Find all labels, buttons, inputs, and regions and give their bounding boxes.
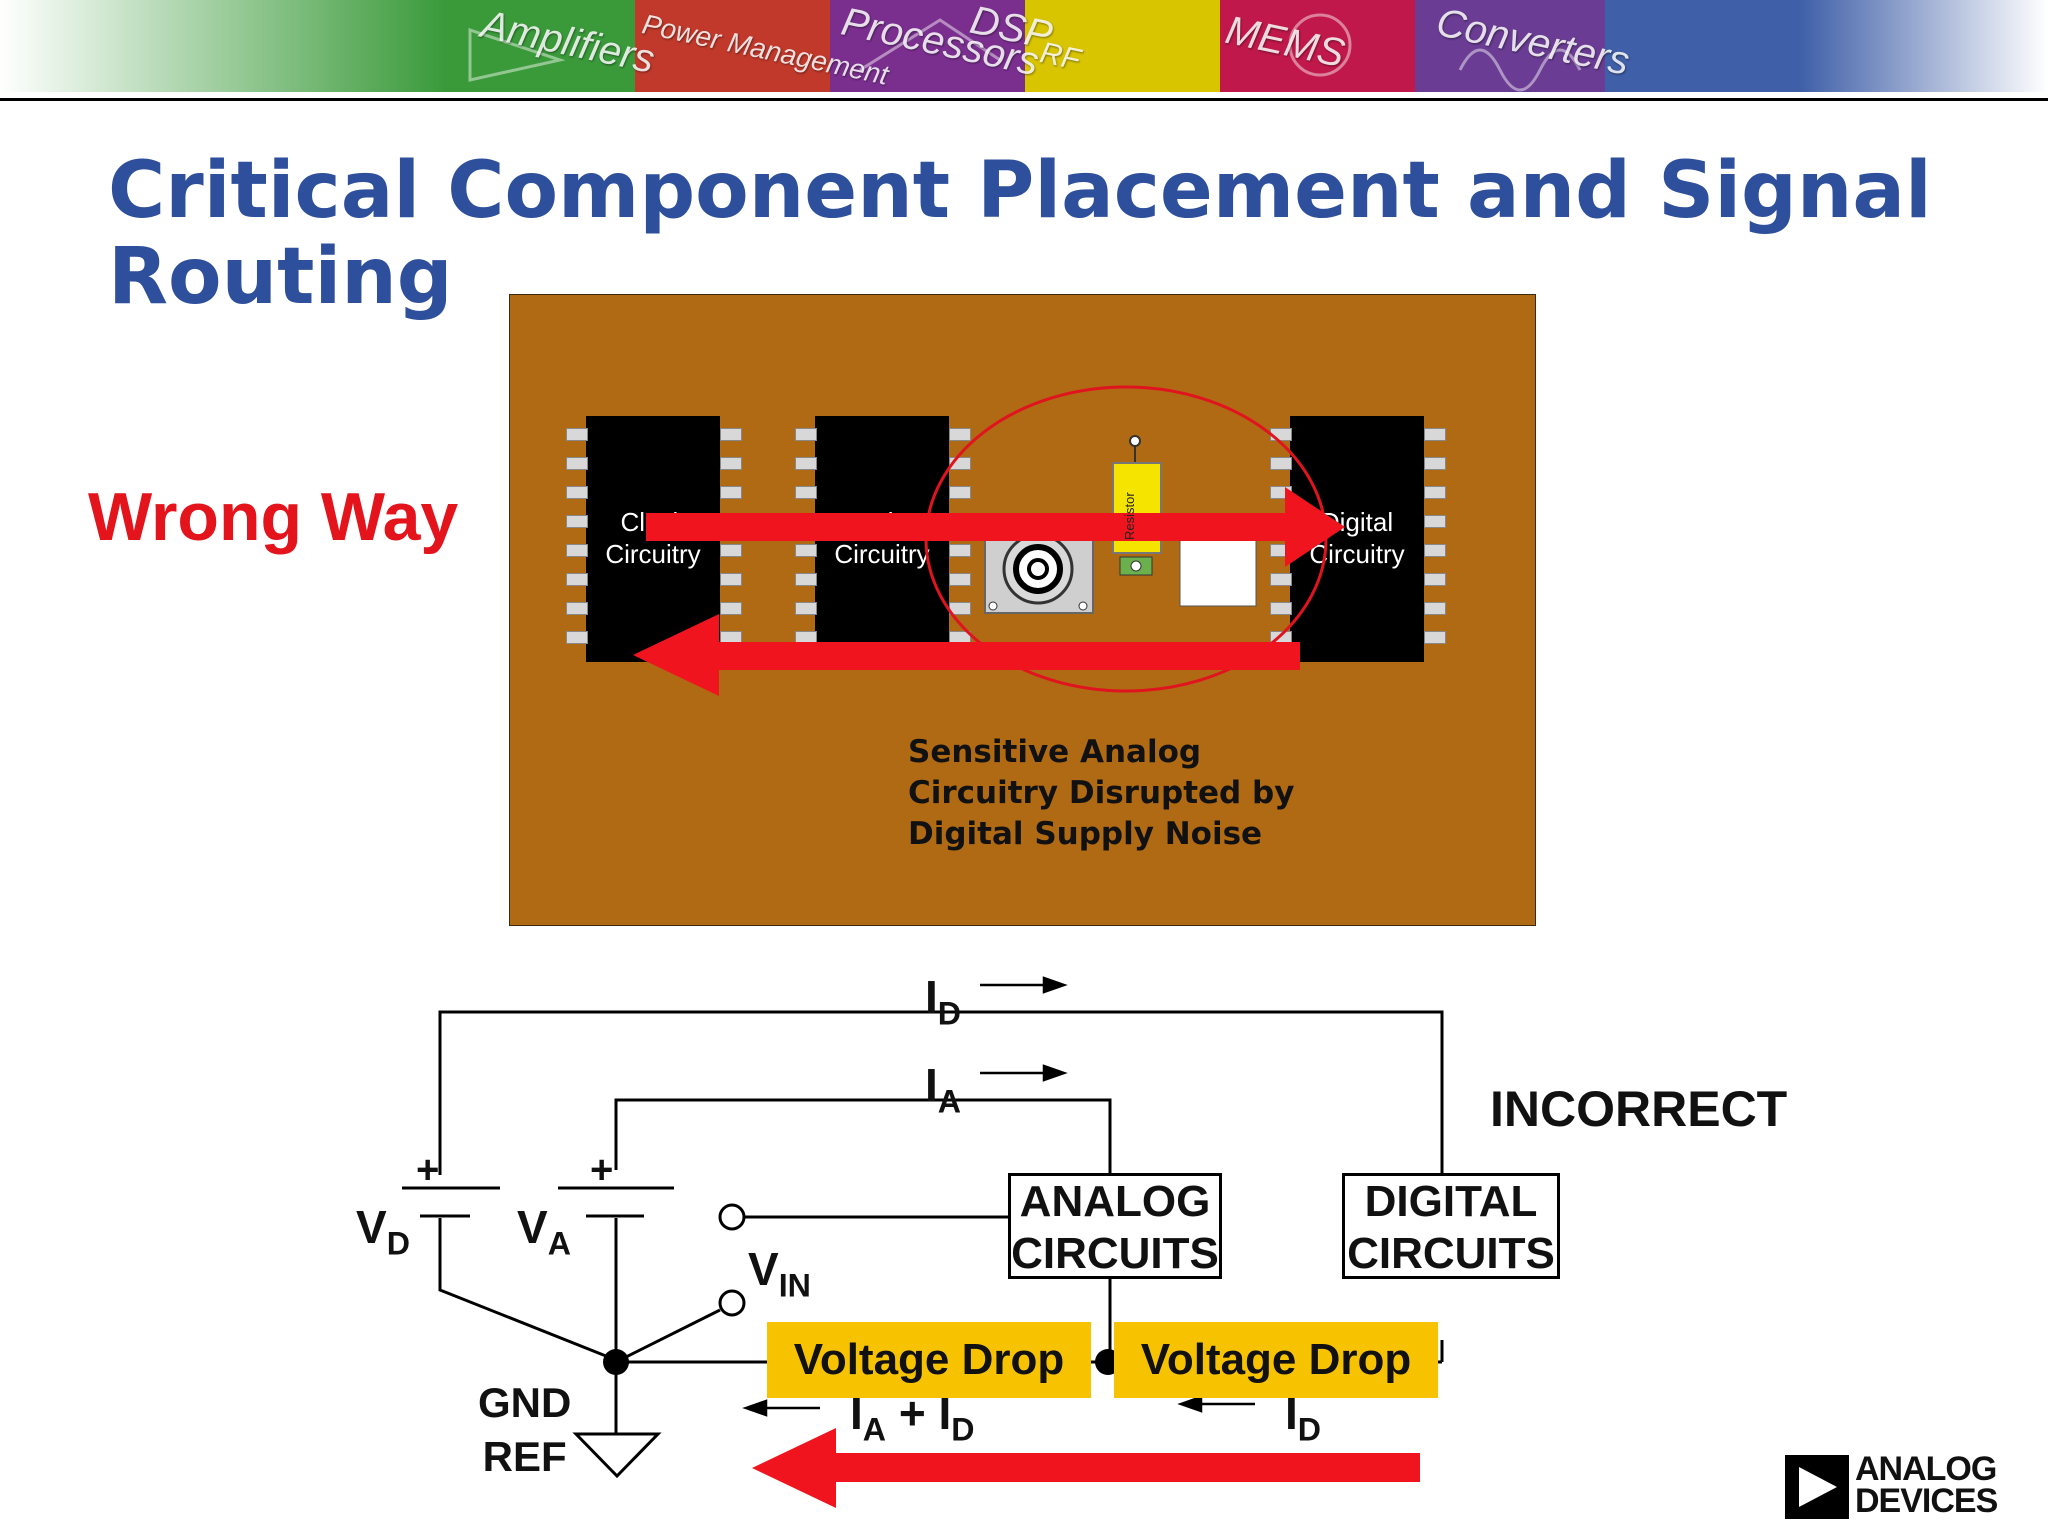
analog-circuits-box: ANALOG CIRCUITS: [1008, 1173, 1222, 1279]
wrong-way-label: Wrong Way: [88, 479, 459, 555]
voltage-drop-analog: Voltage Drop: [767, 1322, 1091, 1398]
chip-pin: [1424, 544, 1446, 557]
chip-pin: [566, 573, 588, 586]
chip-pin: [720, 486, 742, 499]
digital-circuits-box: DIGITAL CIRCUITS: [1342, 1173, 1560, 1279]
voltage-drop-digital: Voltage Drop: [1114, 1322, 1438, 1398]
return-current-arrow: [752, 1428, 1420, 1508]
vd-plus: +: [416, 1148, 440, 1192]
chip-pin: [1270, 602, 1292, 615]
chip-pin: [720, 573, 742, 586]
pcb-caption-line2: Circuitry Disrupted by: [908, 775, 1295, 811]
chip-pin: [1424, 631, 1446, 644]
chip-pin: [720, 544, 742, 557]
chip-pin: [795, 544, 817, 557]
slide-title: Critical Component Placement and Signal …: [108, 146, 1932, 322]
chip-pin: [566, 457, 588, 470]
chip-pin: [1424, 486, 1446, 499]
chip-pin: [1424, 515, 1446, 528]
chip-pin: [949, 573, 971, 586]
ia-label: IA: [925, 1059, 962, 1120]
pcb-caption-line1: Sensitive Analog: [908, 734, 1202, 770]
chip-pin: [1424, 573, 1446, 586]
id-bottom-label: ID: [1285, 1387, 1322, 1448]
chip-pin: [1424, 428, 1446, 441]
chip-pin: [566, 602, 588, 615]
chip-pin: [795, 428, 817, 441]
gnd-ref-label: GND REF: [478, 1379, 572, 1480]
banner-graphic: [0, 0, 2048, 92]
chip-pin: [566, 486, 588, 499]
chip-analog-line2: Circuitry: [834, 539, 930, 569]
chip-pin: [566, 631, 588, 644]
chip-clock-line2: Circuitry: [605, 539, 701, 569]
vd-label: VD: [356, 1201, 410, 1262]
chip-pin: [1424, 457, 1446, 470]
pcb-caption-line3: Digital Supply Noise: [908, 816, 1263, 852]
chip-pin: [566, 428, 588, 441]
chip-pin: [795, 486, 817, 499]
chip-pin: [795, 457, 817, 470]
va-label: VA: [517, 1201, 571, 1262]
ia-plus-id-label: IA + ID: [850, 1387, 975, 1448]
potentiometer-icon: [984, 533, 1094, 614]
chip-pin: [795, 573, 817, 586]
chip-pin: [795, 602, 817, 615]
id-top-label: ID: [925, 971, 962, 1032]
arrow-left: [633, 614, 1300, 696]
chip-pin: [566, 544, 588, 557]
chip-pin: [1424, 602, 1446, 615]
chip-pin: [720, 457, 742, 470]
header-divider: [0, 98, 2048, 101]
ic-square: [1179, 539, 1257, 607]
pcb-overlay: [633, 385, 1345, 696]
chip-pin: [949, 486, 971, 499]
vin-label: VIN: [748, 1243, 811, 1304]
product-banner: Amplifiers Power Management Processors D…: [0, 0, 2048, 92]
arrow-right: [646, 487, 1345, 567]
va-plus: +: [590, 1148, 614, 1192]
chip-pin: [566, 515, 588, 528]
chip-pin: [720, 602, 742, 615]
analog-devices-logo-text: ANALOG DEVICES: [1855, 1450, 1998, 1520]
analog-devices-logo-icon: [1785, 1455, 1849, 1519]
pcb-board: Clock Circuitry Analog Circuitry Digital…: [509, 294, 1536, 926]
chip-pin: [1270, 457, 1292, 470]
incorrect-label: INCORRECT: [1490, 1081, 1788, 1137]
chip-pin: [720, 428, 742, 441]
chip-pin: [949, 544, 971, 557]
chip-pin: [1270, 573, 1292, 586]
pcb-caption: Sensitive Analog Circuitry Disrupted by …: [908, 732, 1294, 855]
chip-pin: [949, 428, 971, 441]
